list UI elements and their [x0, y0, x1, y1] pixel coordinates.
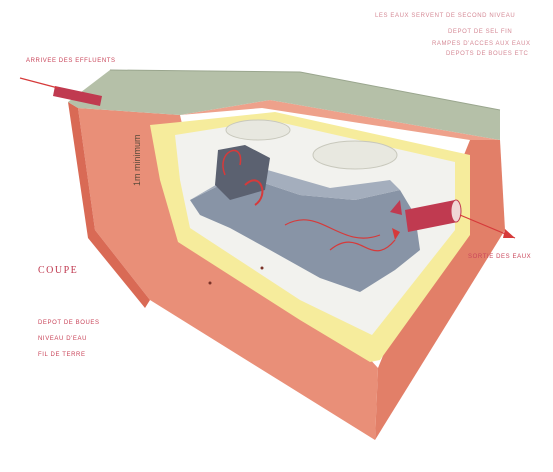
- label-top-right-1: LES EAUX SERVENT DE SECOND NIVEAU: [375, 13, 515, 19]
- soil-marker-2: [261, 267, 264, 270]
- outlet-pipe-end: [451, 200, 461, 222]
- label-top-right-3: RAMPES D'ACCES AUX EAUX: [432, 41, 531, 47]
- label-top-right-2: DEPOT DE SEL FIN: [448, 29, 512, 35]
- inlet-flow-arrow: [20, 78, 58, 88]
- legend-item-3: FIL DE TERRE: [38, 352, 86, 358]
- section-title: COUPE: [38, 265, 78, 276]
- legend-item-2: NIVEAU D'EAU: [38, 336, 87, 342]
- access-cover-1: [226, 120, 290, 140]
- outlet-arrow-head: [503, 229, 515, 238]
- legend-item-1: DEPOT DE BOUES: [38, 320, 100, 326]
- label-top-right-4: DEPOTS DE BOUES ETC: [446, 51, 528, 57]
- label-arrivee: ARRIVEE DES EFFLUENTS: [26, 58, 116, 64]
- label-sortie: SORTIE DES EAUX: [468, 254, 531, 260]
- soil-marker-1: [209, 282, 212, 285]
- dimension-label: 1m minimum: [132, 134, 142, 186]
- access-cover-2: [313, 141, 397, 169]
